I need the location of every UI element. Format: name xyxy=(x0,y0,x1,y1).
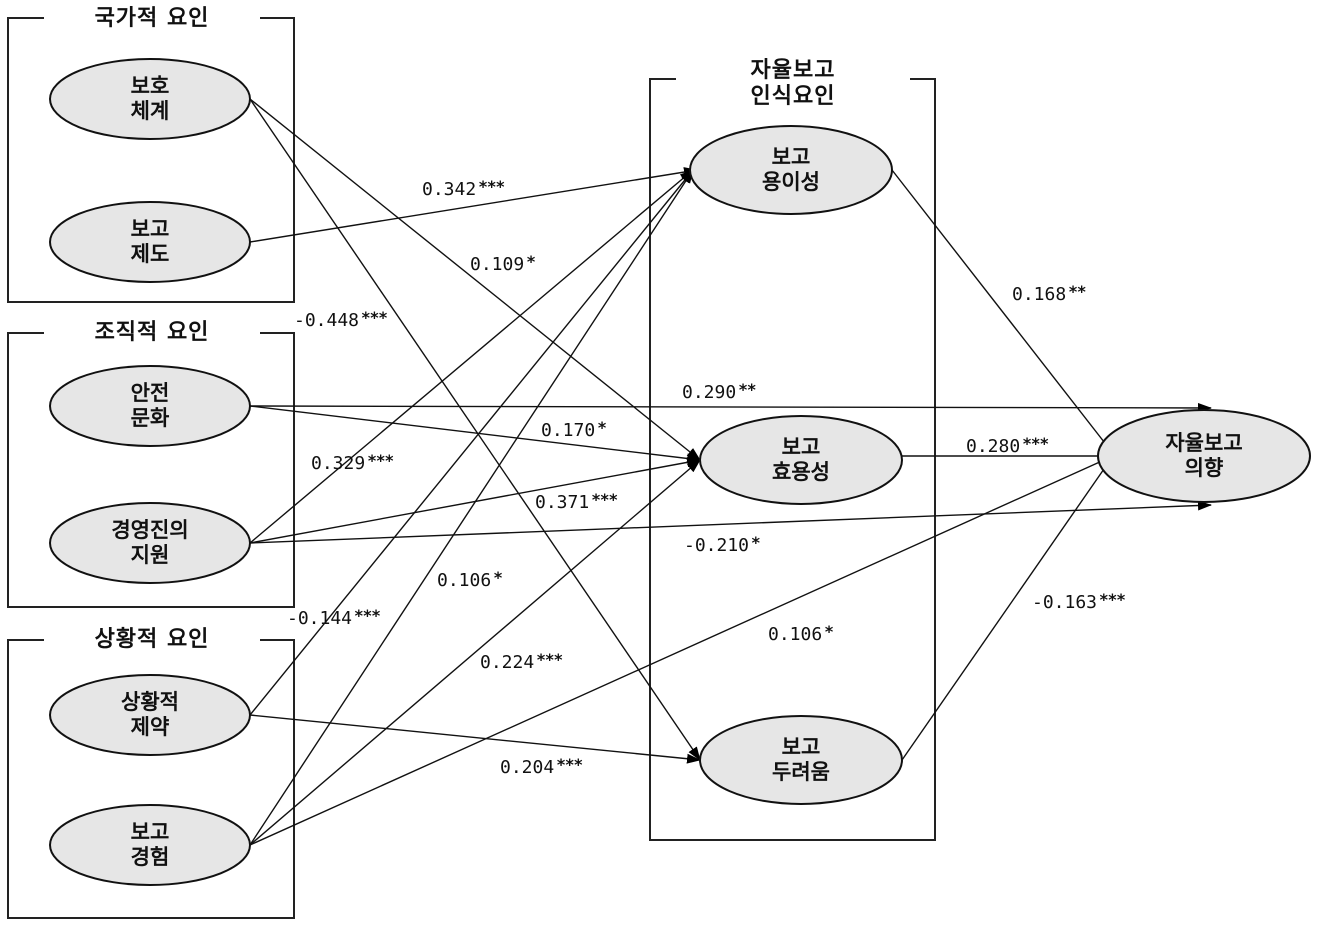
ellipse-intention xyxy=(1097,409,1311,503)
perception-group-title: 자율보고 인식요인 xyxy=(680,58,906,110)
ellipse-safety xyxy=(49,365,251,447)
coef-value: 0.106 xyxy=(768,624,823,645)
path-coefficient-management-intention: -0.210* xyxy=(684,533,761,556)
coef-significance: * xyxy=(526,252,536,271)
ellipse-management xyxy=(49,502,251,584)
path-coefficient-system-ease: 0.342*** xyxy=(422,177,505,200)
coef-value: 0.280 xyxy=(966,436,1021,457)
coef-value: 0.342 xyxy=(422,179,477,200)
coef-value: -0.448 xyxy=(294,310,360,331)
coef-significance: *** xyxy=(361,308,388,327)
coef-value: 0.329 xyxy=(311,453,366,474)
ellipse-experience xyxy=(49,804,251,886)
path-coefficient-utility-intention: 0.280*** xyxy=(966,434,1049,457)
coef-significance: * xyxy=(493,568,503,587)
coef-significance: ** xyxy=(738,380,756,399)
coef-value: -0.144 xyxy=(287,608,353,629)
path-arrow-constraint-to-ease xyxy=(249,169,694,716)
coef-value: 0.290 xyxy=(682,382,737,403)
coef-significance: *** xyxy=(536,650,563,669)
path-coefficient-management-ease: 0.329*** xyxy=(311,451,394,474)
coef-value: 0.204 xyxy=(500,757,555,778)
perception-group-title-line1: 자율보고 xyxy=(750,58,836,83)
coef-value: 0.168 xyxy=(1012,284,1067,305)
coef-significance: * xyxy=(751,533,761,552)
path-arrow-ease-to-intention xyxy=(891,169,1116,457)
coef-significance: * xyxy=(824,622,834,641)
path-arrow-protection-to-utility xyxy=(249,98,701,461)
coef-value: 0.106 xyxy=(437,570,492,591)
path-coefficient-constraint-fear: 0.204*** xyxy=(500,755,583,778)
ellipse-constraint xyxy=(49,674,251,756)
path-arrow-safety-to-intention xyxy=(249,402,1212,413)
path-arrow-safety-to-utility xyxy=(249,405,701,464)
path-coefficient-ease-intention: 0.168** xyxy=(1012,282,1086,305)
coef-significance: *** xyxy=(367,451,394,470)
path-coefficient-experience-intention: 0.106* xyxy=(768,622,834,645)
ellipse-ease xyxy=(689,125,893,215)
path-arrow-experience-to-intention xyxy=(249,455,1114,846)
path-arrow-management-to-intention xyxy=(249,500,1212,544)
coef-significance: *** xyxy=(354,606,381,625)
coef-significance: *** xyxy=(478,177,505,196)
organizational-group-title: 조직적 요인 xyxy=(94,320,210,345)
path-arrow-experience-to-ease xyxy=(249,169,694,846)
coef-value: 0.170 xyxy=(541,420,596,441)
coef-significance: *** xyxy=(1099,590,1126,609)
coef-significance: *** xyxy=(591,490,618,509)
ellipse-fear xyxy=(699,715,903,805)
path-arrow-protection-to-fear xyxy=(249,98,701,761)
coef-significance: *** xyxy=(1022,434,1049,453)
path-coefficient-constraint-ease: 0.106* xyxy=(437,568,503,591)
coef-significance: *** xyxy=(556,755,583,774)
path-arrow-fear-to-intention xyxy=(901,455,1114,761)
path-coefficient-protection-fear: -0.448*** xyxy=(294,308,388,331)
coef-value: 0.371 xyxy=(535,492,590,513)
national-group-box xyxy=(7,17,295,303)
perception-group-title-line2: 인식요인 xyxy=(750,84,836,109)
national-group-title: 국가적 요인 xyxy=(94,6,210,31)
coef-significance: * xyxy=(597,418,607,437)
perception-group-box xyxy=(649,78,936,841)
coef-value: 0.224 xyxy=(480,652,535,673)
path-coefficient-management-utility: 0.371*** xyxy=(535,490,618,513)
path-coefficient-safety-intention: 0.290** xyxy=(682,380,756,403)
path-coefficient-experience-ease: -0.144*** xyxy=(287,606,381,629)
path-coefficient-safety-utility: 0.170* xyxy=(541,418,607,441)
path-arrow-experience-to-utility xyxy=(249,459,701,846)
ellipse-system xyxy=(49,201,251,283)
path-coefficient-experience-utility: 0.224*** xyxy=(480,650,563,673)
coef-value: -0.210 xyxy=(684,535,750,556)
situational-group-box xyxy=(7,639,295,919)
path-coefficient-fear-intention: -0.163*** xyxy=(1032,590,1126,613)
coef-value: -0.163 xyxy=(1032,592,1098,613)
path-arrow-constraint-to-fear xyxy=(249,714,701,764)
path-arrow-management-to-ease xyxy=(249,169,694,544)
situational-group-title: 상황적 요인 xyxy=(94,627,210,652)
path-arrow-system-to-ease xyxy=(249,167,698,243)
coef-significance: ** xyxy=(1068,282,1086,301)
organizational-group-box xyxy=(7,332,295,608)
coef-value: 0.109 xyxy=(470,254,525,275)
ellipse-utility xyxy=(699,415,903,505)
path-coefficient-protection-utility: 0.109* xyxy=(470,252,536,275)
ellipse-protection xyxy=(49,58,251,140)
